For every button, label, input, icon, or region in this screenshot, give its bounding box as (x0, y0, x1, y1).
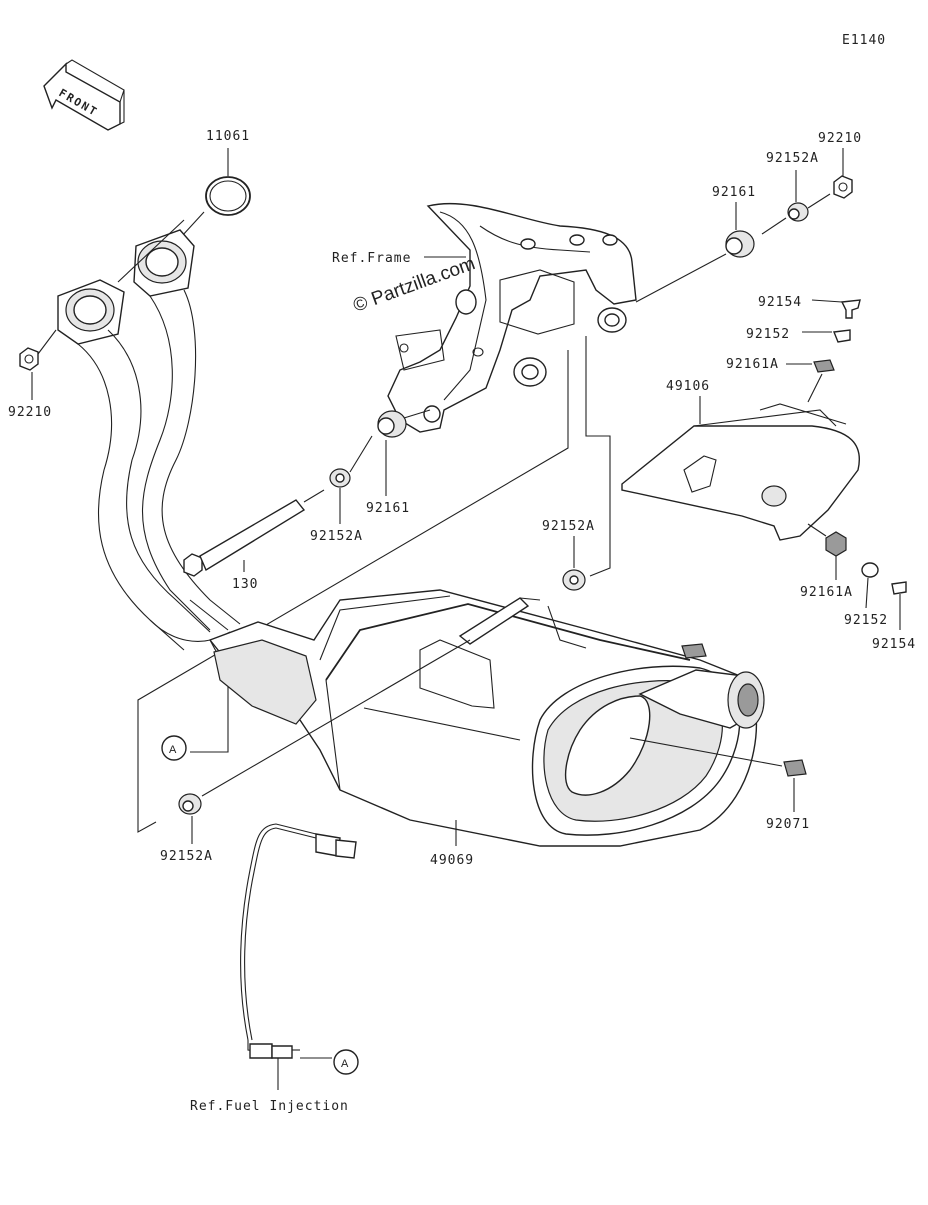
gasket-11061: 11061 (181, 129, 251, 237)
label-92161-upper: 92161 (712, 185, 756, 200)
collar-92152A-lower: 92152A (160, 639, 471, 864)
callout-a-upper: A (161, 735, 187, 761)
collar-92152A-upper: 92152A (761, 151, 831, 235)
label-92161A-bottom: 92161A (800, 585, 853, 600)
label-92210-left: 92210 (8, 405, 52, 420)
label-92152A-mid: 92152A (310, 529, 363, 544)
callout-a-lower-letter: A (341, 1058, 349, 1070)
ref-fuel-injection-label: Ref.Fuel Injection (190, 1099, 349, 1114)
damper-92161-mid: 92161 (366, 409, 431, 516)
damper-92161A-bottom: 92161A (800, 523, 853, 600)
routing-lines (137, 336, 611, 833)
diagram-code: E1140 (842, 33, 886, 48)
label-92210-right: 92210 (818, 131, 862, 146)
label-49106: 49106 (666, 379, 710, 394)
label-49069: 49069 (430, 853, 474, 868)
front-arrow-icon: FRONT (43, 59, 125, 131)
label-92071: 92071 (766, 817, 810, 832)
label-92152A-upper: 92152A (766, 151, 819, 166)
oxygen-sensor-wire (240, 823, 357, 1090)
label-92152A-lower: 92152A (160, 849, 213, 864)
label-92152-bottom: 92152 (844, 613, 888, 628)
label-92161A-top: 92161A (726, 357, 779, 372)
label-92154-bottom: 92154 (872, 637, 916, 652)
heat-cover-49106: 49106 (621, 379, 860, 541)
frame-bracket (387, 202, 637, 433)
bolt-92154-top: 92154 (758, 295, 861, 319)
collar-92152A-right: 92152A (542, 519, 595, 591)
label-11061: 11061 (206, 129, 250, 144)
bolt-130: 130 (183, 489, 325, 592)
cap-92071: 92071 (629, 737, 810, 832)
nut-92210-left: 92210 (8, 329, 57, 420)
collar-92152-bottom: 92152 (844, 562, 888, 628)
label-92154-top: 92154 (758, 295, 802, 310)
collar-92152A-mid: 92152A (310, 435, 373, 544)
label-92161-mid: 92161 (366, 501, 410, 516)
damper-92161-upper: 92161 (635, 185, 756, 303)
callout-a-lower: A (333, 1049, 359, 1075)
muffler-49069: 49069 (208, 589, 765, 868)
exhaust-header-pipes (57, 219, 241, 651)
collar-92152-top: 92152 (746, 327, 851, 343)
nut-92210-right: 92210 (818, 131, 862, 199)
callout-a-upper-letter: A (169, 744, 177, 756)
ref-frame-label: Ref.Frame (332, 251, 411, 266)
damper-92161A-top: 92161A (726, 357, 835, 403)
label-92152-top: 92152 (746, 327, 790, 342)
bolt-92154-bottom: 92154 (872, 581, 916, 652)
label-130: 130 (232, 577, 258, 592)
label-92152A-right: 92152A (542, 519, 595, 534)
